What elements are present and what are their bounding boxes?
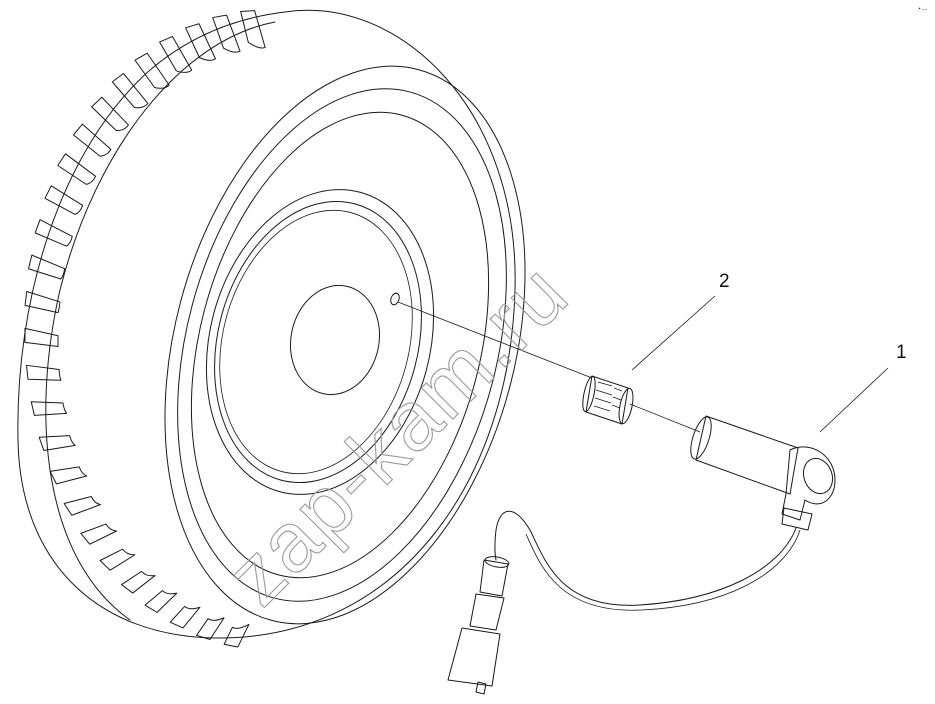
tread-block xyxy=(28,254,66,280)
tread-block xyxy=(24,290,61,314)
tread-block xyxy=(223,623,250,648)
sensor-cable xyxy=(494,510,797,606)
tread-block xyxy=(134,52,170,89)
callout-label-1: 1 xyxy=(896,342,907,363)
wheel-assembly xyxy=(17,9,526,648)
tread-block xyxy=(99,548,136,571)
assembly-axis-line xyxy=(397,301,593,379)
sensor-body xyxy=(695,415,799,495)
tread-block xyxy=(57,153,97,185)
callout-leader-2 xyxy=(631,295,716,371)
tread-block xyxy=(169,605,201,629)
tire-sidewall-ring-inner xyxy=(190,111,490,579)
sensor-cable-gland xyxy=(781,507,813,531)
corner-mark: ⠐·· xyxy=(915,4,928,14)
sensor-connector-plug xyxy=(447,556,510,695)
tread-block xyxy=(159,35,193,73)
tire-sidewall-ring-outer xyxy=(164,65,526,625)
part-2-clamping-sleeve xyxy=(582,375,634,425)
callout-leader-1 xyxy=(819,367,889,433)
sensor-mount-hole xyxy=(390,292,400,306)
tread-block xyxy=(49,466,88,485)
tread-block xyxy=(111,72,149,109)
tire-tread-blocks xyxy=(24,10,266,648)
part-1-speed-sensor xyxy=(447,415,836,695)
tread-block xyxy=(44,185,84,215)
tread-block xyxy=(63,496,101,516)
tread-block xyxy=(240,10,266,49)
tread-block xyxy=(121,570,156,594)
tread-block xyxy=(196,617,225,641)
assembly-axis-line-2 xyxy=(629,403,701,433)
tread-block xyxy=(30,401,68,416)
tread-block xyxy=(80,523,118,545)
tread-block xyxy=(24,327,59,348)
tread-block xyxy=(72,123,112,157)
watermark-text: zap-kam.ru xyxy=(208,245,586,623)
tread-block xyxy=(91,96,129,132)
tread-block xyxy=(144,590,178,613)
tread-block xyxy=(212,14,241,53)
sleeve-slots xyxy=(593,381,623,412)
sensor-elbow-head xyxy=(781,446,836,521)
tire-outer-outline xyxy=(17,9,516,639)
tread-block xyxy=(34,219,73,247)
wheel-rim-outer xyxy=(205,189,435,495)
callout-label-2: 2 xyxy=(719,271,730,292)
tread-block xyxy=(185,23,216,61)
tire-sidewall-ring-mid xyxy=(177,88,507,602)
tread-block xyxy=(38,435,76,451)
wheel-rim-inner xyxy=(214,200,422,484)
wheel-hub xyxy=(289,284,381,396)
wheel-rim-lip xyxy=(219,209,413,475)
tread-block xyxy=(25,364,62,381)
